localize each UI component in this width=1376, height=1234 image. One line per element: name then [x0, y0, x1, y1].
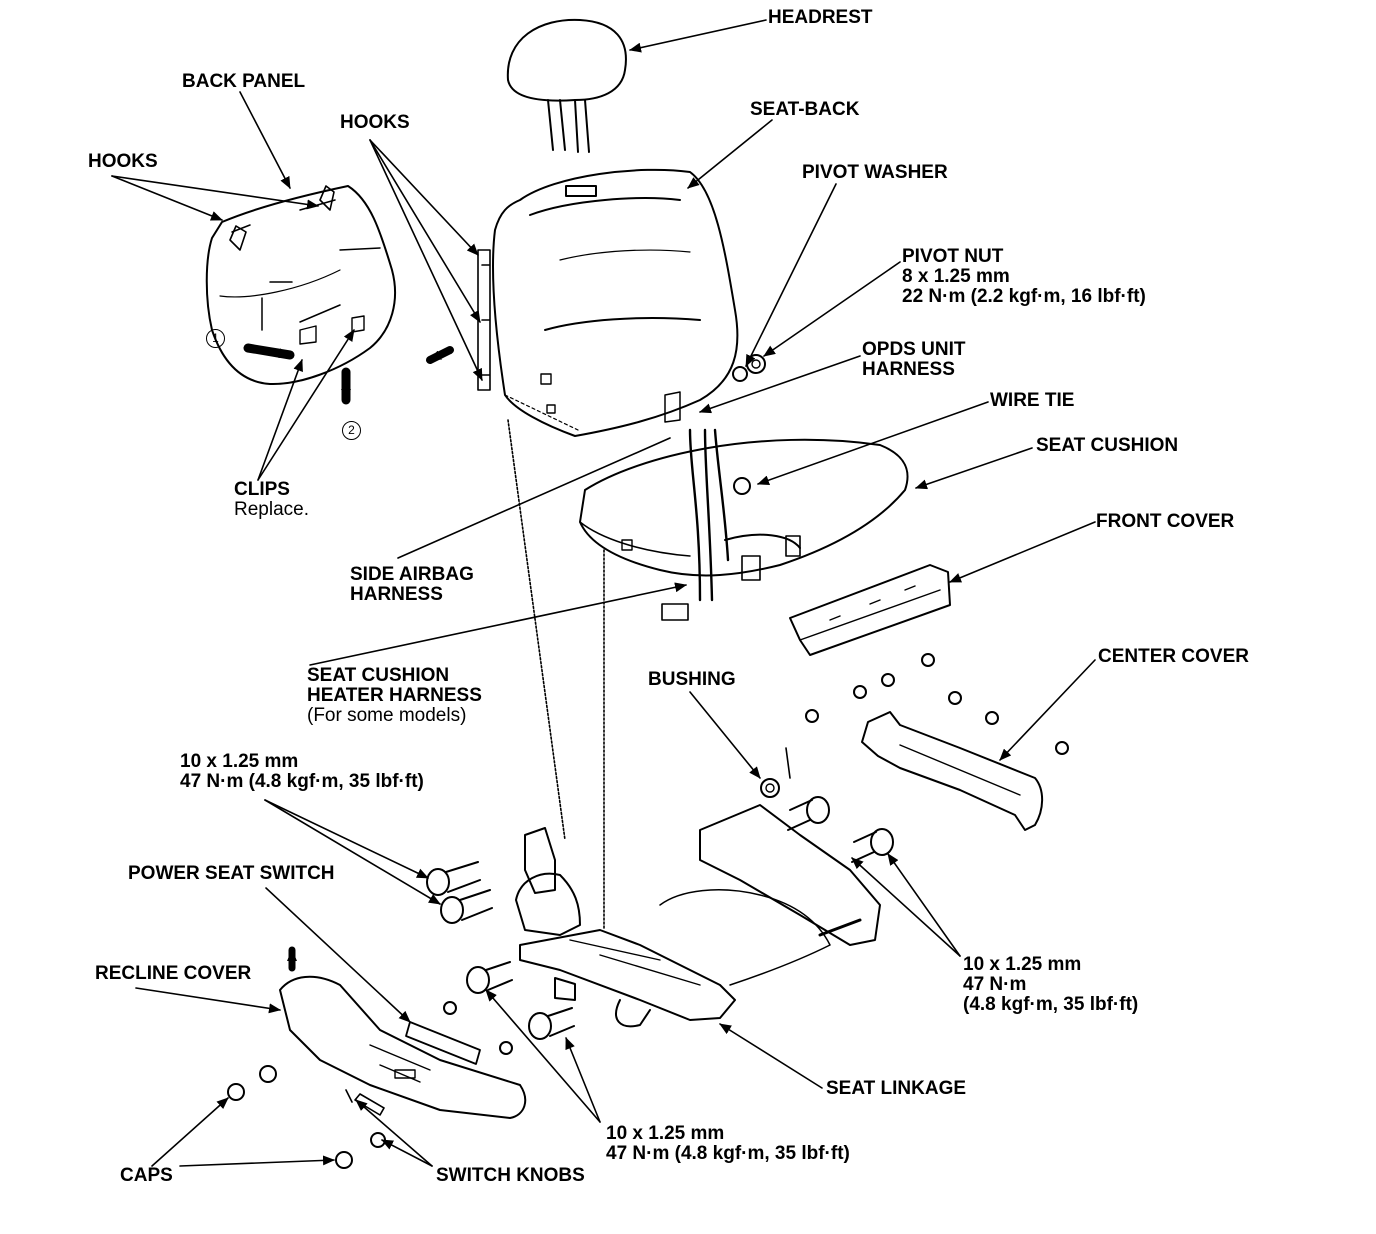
front-cover-label: FRONT COVER	[1096, 511, 1235, 532]
leader-lines	[111, 19, 1096, 1167]
side-airbag-harness-label: SIDE AIRBAG HARNESS	[350, 565, 474, 605]
power-seat-switch-label: POWER SEAT SWITCH	[128, 863, 335, 884]
pivot-nut-label: PIVOT NUT 8 x 1.25 mm 22 N·m (2.2 kgf·m,…	[902, 247, 1146, 307]
pivot-washer-label: PIVOT WASHER	[802, 162, 948, 183]
caps-label: CAPS	[120, 1165, 173, 1186]
bolt-right-torque-other: (4.8 kgf·m, 35 lbf·ft)	[963, 994, 1139, 1015]
opds-harness-line2: HARNESS	[862, 359, 955, 380]
pivot-nut-torque: 22 N·m (2.2 kgf·m, 16 lbf·ft)	[902, 286, 1146, 307]
center-cover-label: CENTER COVER	[1098, 646, 1249, 667]
pivot-nut-size: 8 x 1.25 mm	[902, 266, 1010, 287]
hooks-left-label: HOOKS	[88, 151, 158, 172]
heater-harness-note: (For some models)	[307, 705, 467, 726]
bolt-bottom-size: 10 x 1.25 mm	[606, 1123, 725, 1144]
bolt-left-torque: 47 N·m (4.8 kgf·m, 35 lbf·ft)	[180, 771, 424, 792]
bolt-right-spec-label: 10 x 1.25 mm 47 N·m (4.8 kgf·m, 35 lbf·f…	[963, 955, 1138, 1015]
bolt-bottom-spec-label: 10 x 1.25 mm 47 N·m (4.8 kgf·m, 35 lbf·f…	[606, 1124, 850, 1164]
heater-harness-line1: SEAT CUSHION	[307, 665, 450, 686]
seat-linkage-label: SEAT LINKAGE	[826, 1078, 967, 1099]
clips-label: CLIPS Replace.	[234, 480, 309, 520]
pivot-washer-part	[732, 366, 748, 382]
seat-back-label: SEAT-BACK	[750, 99, 860, 120]
clips-title: CLIPS	[234, 479, 290, 500]
bolt-left-spec-label: 10 x 1.25 mm 47 N·m (4.8 kgf·m, 35 lbf·f…	[180, 752, 424, 792]
opds-harness-line1: OPDS UNIT	[862, 339, 966, 360]
seat-back-part	[477, 168, 739, 437]
step-2-marker: 2	[342, 421, 361, 440]
switch-knobs-label: SWITCH KNOBS	[436, 1165, 585, 1186]
headrest-label: HEADREST	[768, 7, 873, 28]
remove-direction-arrow-1	[243, 343, 295, 360]
clips-note: Replace.	[234, 499, 309, 520]
heater-harness-label: SEAT CUSHION HEATER HARNESS (For some mo…	[307, 666, 482, 726]
seat-back-remove-arrow	[426, 346, 454, 364]
recline-cover-label: RECLINE COVER	[95, 963, 252, 984]
opds-harness-label: OPDS UNIT HARNESS	[862, 340, 965, 380]
wire-tie-label: WIRE TIE	[990, 390, 1075, 411]
bolts-group	[426, 796, 894, 1040]
front-cover-part	[789, 564, 951, 723]
side-airbag-line2: HARNESS	[350, 584, 443, 605]
bolt-right-torque-nm: 47 N·m	[963, 974, 1027, 995]
bushing-part	[760, 778, 780, 798]
pivot-nut-title: PIVOT NUT	[902, 246, 1004, 267]
bolt-bottom-torque: 47 N·m (4.8 kgf·m, 35 lbf·ft)	[606, 1143, 850, 1164]
back-panel-part	[205, 185, 396, 386]
center-cover-part	[861, 691, 1069, 831]
hooks-center-label: HOOKS	[340, 112, 410, 133]
seat-cushion-label: SEAT CUSHION	[1036, 435, 1179, 456]
back-panel-label: BACK PANEL	[182, 71, 306, 92]
step-1-marker: 1	[206, 329, 225, 348]
seat-linkage-part	[515, 804, 881, 1028]
bolt-left-size: 10 x 1.25 mm	[180, 751, 299, 772]
bushing-label: BUSHING	[648, 669, 736, 690]
bolt-right-size: 10 x 1.25 mm	[963, 954, 1082, 975]
recline-cover-part	[227, 975, 527, 1169]
headrest-part	[506, 18, 627, 153]
heater-harness-line2: HEATER HARNESS	[307, 685, 482, 706]
seat-cushion-part	[579, 391, 909, 621]
side-airbag-line1: SIDE AIRBAG	[350, 564, 474, 585]
